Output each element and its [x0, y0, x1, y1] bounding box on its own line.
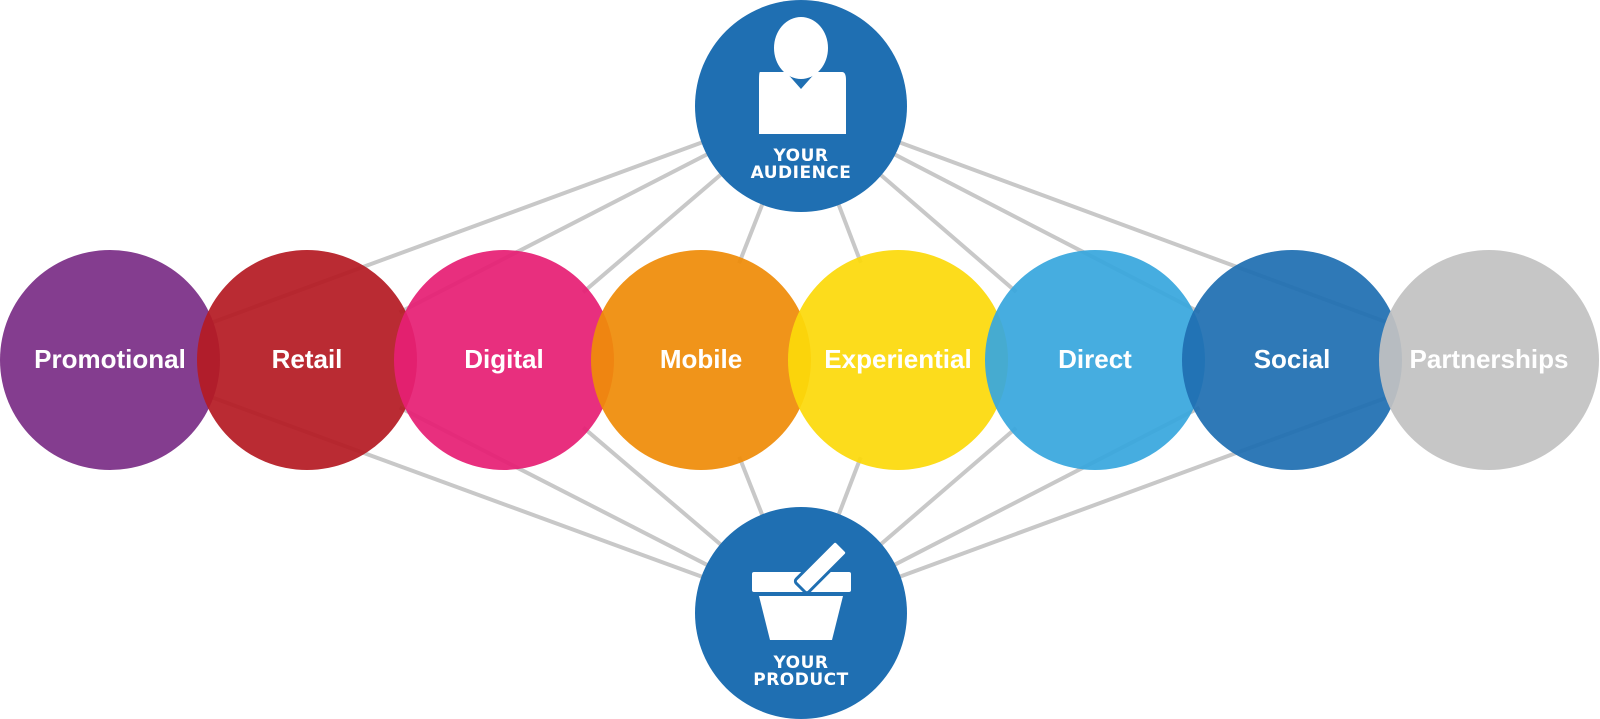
channel-label-experiential: Experiential	[824, 344, 971, 374]
channel-circle-retail	[197, 250, 417, 470]
channel-partnerships: Partnerships	[1379, 250, 1599, 470]
connector-digital-product	[581, 425, 727, 550]
channel-label-partnerships: Partnerships	[1410, 344, 1569, 374]
channel-circle-mobile	[591, 250, 811, 470]
connector-experiential-audience	[834, 198, 863, 264]
channel-mobile: Mobile	[591, 250, 811, 470]
product-label-line1: YOUR	[772, 653, 828, 673]
channel-label-promotional: Promotional	[34, 344, 186, 374]
channel-circle-social	[1182, 250, 1402, 470]
channel-label-retail: Retail	[272, 344, 343, 374]
channel-promotional: Promotional	[0, 250, 220, 470]
audience-label-line1: YOUR	[772, 146, 828, 166]
person-icon	[759, 17, 846, 134]
channel-experiential: Experiential	[788, 250, 1008, 470]
connector-mobile-audience	[737, 198, 767, 264]
channel-digital: Digital	[394, 250, 614, 470]
audience-hub: YOUR AUDIENCE	[695, 0, 907, 212]
channel-retail: Retail	[197, 250, 417, 470]
channel-circle-promotional	[0, 250, 220, 470]
channel-label-social: Social	[1254, 344, 1331, 374]
channel-label-direct: Direct	[1058, 344, 1132, 374]
channel-label-mobile: Mobile	[660, 344, 742, 374]
channel-circle-direct	[985, 250, 1205, 470]
connector-digital-audience	[581, 169, 727, 294]
channel-label-digital: Digital	[464, 344, 543, 374]
connector-direct-product	[875, 426, 1018, 550]
audience-label-line2: AUDIENCE	[751, 163, 852, 183]
channel-circle-partnerships	[1379, 250, 1599, 470]
channel-circle-experiential	[788, 250, 1008, 470]
connector-direct-audience	[875, 169, 1018, 294]
channel-social: Social	[1182, 250, 1402, 470]
channel-direct: Direct	[985, 250, 1205, 470]
product-label-line2: PRODUCT	[753, 670, 849, 690]
channel-circle-digital	[394, 250, 614, 470]
product-hub: YOUR PRODUCT	[695, 507, 907, 719]
connector-mobile-product	[737, 455, 767, 521]
channel-circles: Promotional Retail Digital Mobile Experienti…	[0, 250, 1599, 470]
connector-experiential-product	[834, 456, 863, 521]
shopping-basket-icon	[752, 539, 851, 640]
